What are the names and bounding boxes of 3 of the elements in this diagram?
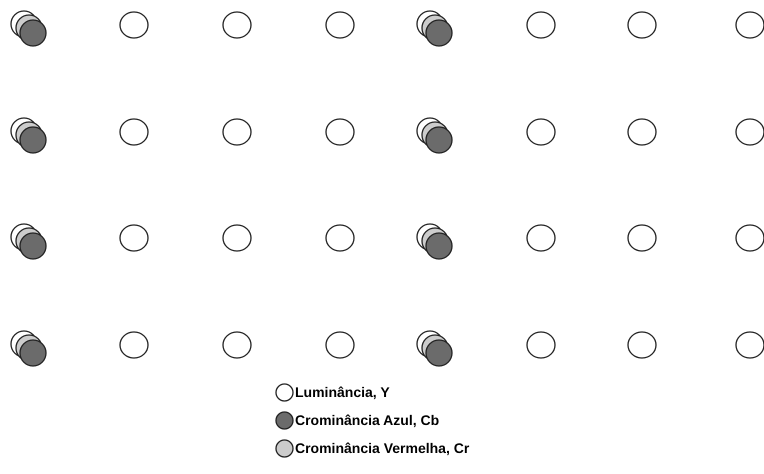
legend-label: Luminância, Y (295, 382, 390, 402)
legend-label: Crominância Azul, Cb (295, 410, 440, 430)
legend-label: Crominância Vermelha, Cr (295, 438, 470, 458)
